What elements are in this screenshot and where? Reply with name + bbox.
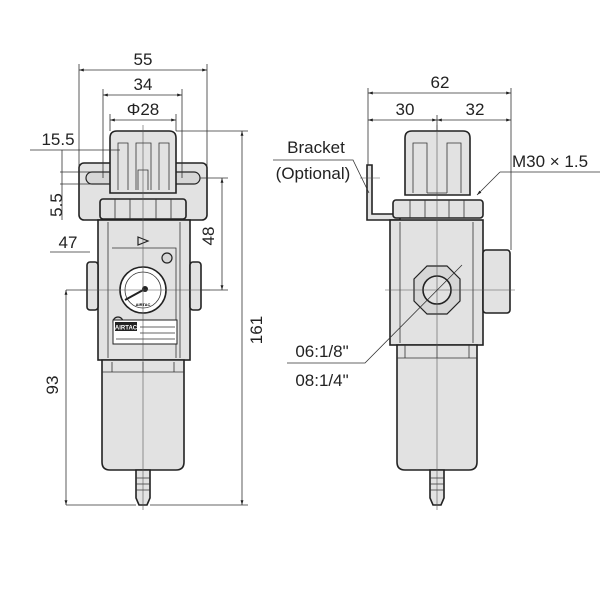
port-size-08: 08:1/4" [295, 371, 348, 390]
side-view: 62 30 32 Bracket (Optional) M30 × 1.5 06… [273, 73, 600, 510]
front-view: AIRTAC AIRTAC 55 34 Φ28 15.5 5.5 47 [30, 50, 266, 510]
port-size-06: 06:1/8" [295, 342, 348, 361]
dim-47: 47 [59, 233, 78, 252]
thread-label: M30 × 1.5 [512, 152, 588, 171]
outlet-port [189, 261, 202, 311]
svg-text:AIRTAC: AIRTAC [115, 326, 138, 332]
dim-phi28: Φ28 [127, 100, 159, 119]
bracket-label: Bracket [287, 138, 345, 157]
dim-5-5: 5.5 [47, 193, 66, 217]
side-port [482, 249, 511, 314]
side-dimensions: 62 30 32 [367, 73, 512, 250]
lock-nut-side [392, 199, 484, 219]
dim-93: 93 [43, 376, 62, 395]
dim-15-5: 15.5 [41, 130, 74, 149]
adjustment-knob-side[interactable] [404, 130, 471, 196]
dim-161: 161 [247, 316, 266, 344]
dim-48: 48 [199, 227, 218, 246]
gauge-needle [124, 288, 146, 301]
dim-34: 34 [134, 75, 153, 94]
dim-30: 30 [396, 100, 415, 119]
dim-32: 32 [466, 100, 485, 119]
dim-55: 55 [134, 50, 153, 69]
inlet-port [86, 261, 99, 311]
callouts: Bracket (Optional) M30 × 1.5 06:1/8" 08:… [273, 138, 600, 390]
front-dimensions: 55 34 Φ28 15.5 5.5 47 48 161 93 [30, 50, 266, 506]
dim-62: 62 [431, 73, 450, 92]
screw-icon [161, 252, 173, 264]
bracket-optional-label: (Optional) [276, 164, 351, 183]
